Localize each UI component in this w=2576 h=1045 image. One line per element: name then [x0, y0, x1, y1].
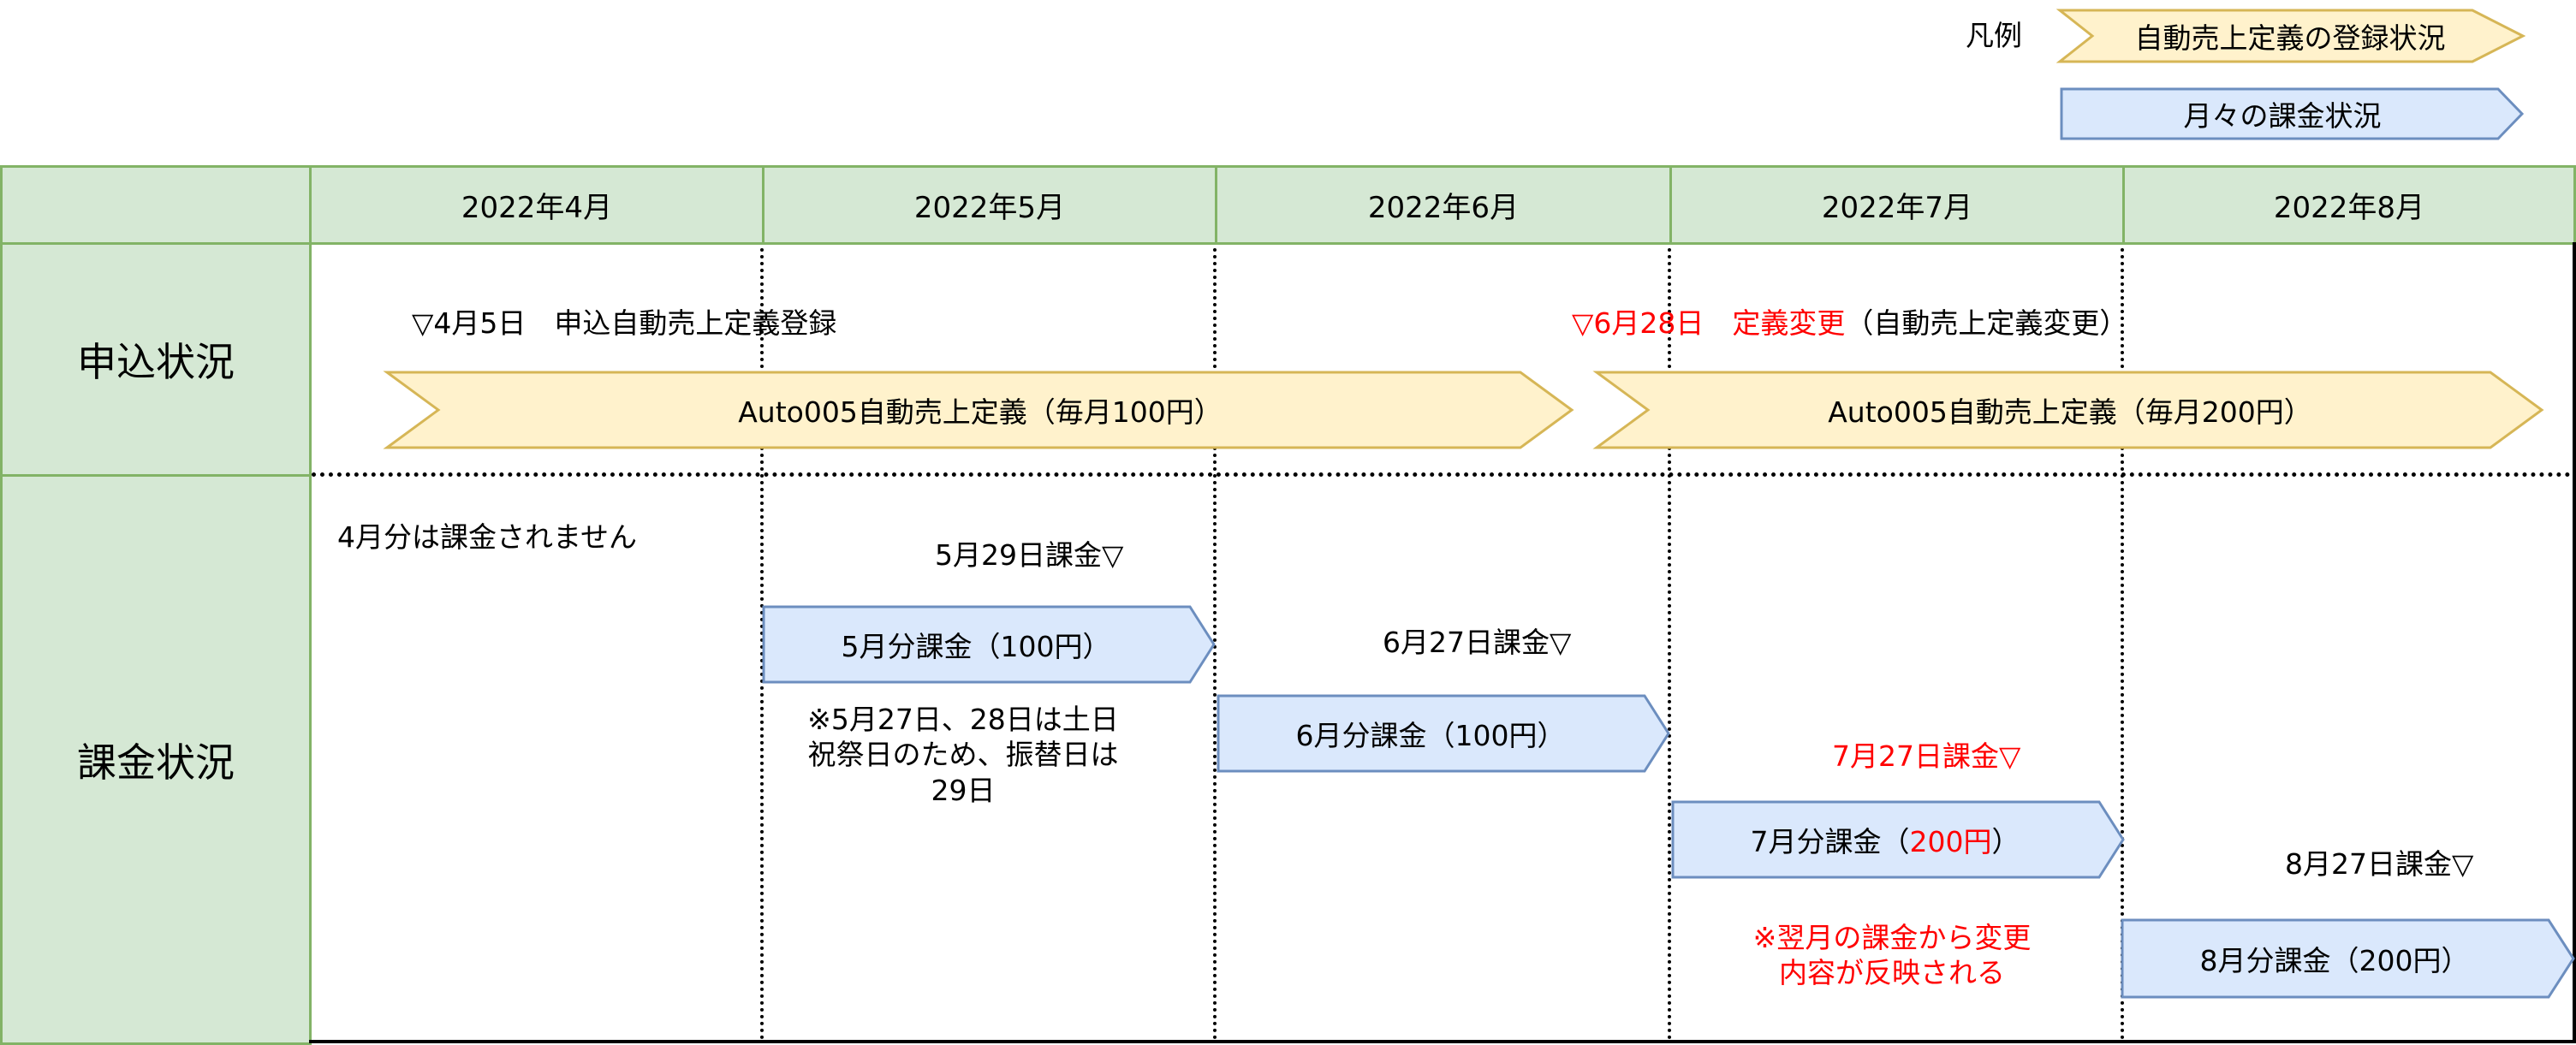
header-month-apr: 2022年4月: [309, 165, 764, 245]
month-divider-jul: [1668, 248, 1671, 1040]
may-note-line-1: ※5月27日、28日は土日: [807, 703, 1119, 736]
billing-amount-jun: 100円: [1455, 719, 1538, 752]
row-label-billing: 課金状況: [0, 474, 312, 1045]
definition-chevron-100: [383, 371, 1574, 449]
billing-label-may-prefix: 5月分課金（: [841, 630, 1001, 663]
billing-amount-aug: 200円: [2359, 944, 2442, 977]
billing-arrow-jul: [1671, 800, 2125, 879]
billing-arrow-jun: [1217, 694, 1670, 773]
april-no-charge-note: 4月分は課金されません: [337, 520, 638, 554]
billing-amount-may: 100円: [1000, 630, 1083, 663]
may-note-line-3: 29日: [931, 773, 996, 807]
charge-date-jun: 6月27日課金▽: [1383, 626, 1572, 659]
event-definition-change: ▽6月28日 定義変更（自動売上定義変更）: [1572, 306, 2127, 341]
july-note-line-2: 内容が反映される: [1779, 956, 2005, 990]
event-change-date: ▽6月28日: [1572, 306, 1704, 340]
billing-label-aug: 8月分課金（200円）: [2121, 918, 2549, 999]
may-holiday-note: ※5月27日、28日は土日 祝祭日のため、振替日は 29日: [770, 702, 1156, 808]
legend-arrow-billing: [2060, 87, 2525, 140]
row-label-application: 申込状況: [0, 242, 312, 477]
table-bottom-border: [309, 1040, 2576, 1043]
month-divider-aug: [2121, 248, 2124, 1040]
legend-label-definition: 自動売上定義の登録状況: [2134, 21, 2446, 55]
header-month-aug: 2022年8月: [2122, 165, 2576, 245]
billing-arrow-may: [762, 605, 1216, 684]
header-corner-cell: [0, 165, 312, 245]
billing-arrow-aug: [2121, 918, 2575, 999]
billing-label-jun-suffix: ）: [1537, 719, 1566, 752]
month-divider-may: [760, 248, 764, 1040]
header-month-jul: 2022年7月: [1669, 165, 2125, 245]
charge-date-jul: 7月27日課金▽: [1832, 739, 2021, 773]
billing-label-jul-suffix: ）: [1991, 825, 2020, 858]
header-month-may: 2022年5月: [762, 165, 1217, 245]
billing-label-jun-prefix: 6月分課金（: [1295, 719, 1455, 752]
legend-chevron-definition: [2055, 9, 2526, 63]
spacer: [1704, 306, 1732, 340]
event-registration: ▽4月5日 申込自動売上定義登録: [412, 306, 837, 340]
may-note-line-2: 祝祭日のため、振替日は: [807, 738, 1119, 772]
billing-label-aug-prefix: 8月分課金（: [2199, 944, 2359, 977]
table-right-border: [2573, 242, 2576, 1043]
definition-label-100: Auto005自動売上定義（毎月100円）: [738, 395, 1223, 429]
billing-label-may: 5月分課金（100円）: [762, 605, 1190, 684]
legend-title: 凡例: [1966, 19, 2022, 52]
billing-label-jul-prefix: 7月分課金（: [1750, 825, 1910, 858]
legend-label-billing: 月々の課金状況: [2183, 99, 2382, 133]
event-change-label: 定義変更: [1732, 306, 1846, 340]
billing-label-jul: 7月分課金（200円）: [1671, 800, 2099, 879]
billing-amount-jul: 200円: [1909, 825, 1992, 858]
event-change-detail: （自動売上定義変更）: [1845, 306, 2128, 340]
billing-label-may-suffix: ）: [1082, 630, 1111, 663]
row-divider: [312, 472, 2572, 477]
definition-chevron-200: [1592, 371, 2544, 449]
billing-label-aug-suffix: ）: [2441, 944, 2470, 977]
july-note-line-1: ※翌月の課金から変更: [1752, 921, 2032, 954]
charge-date-may: 5月29日課金▽: [935, 538, 1124, 572]
header-month-jun: 2022年6月: [1215, 165, 1672, 245]
july-change-note: ※翌月の課金から変更 内容が反映される: [1678, 920, 2106, 991]
billing-label-jun: 6月分課金（100円）: [1217, 694, 1645, 773]
charge-date-aug: 8月27日課金▽: [2285, 847, 2474, 881]
definition-label-200: Auto005自動売上定義（毎月200円）: [1828, 395, 2312, 429]
